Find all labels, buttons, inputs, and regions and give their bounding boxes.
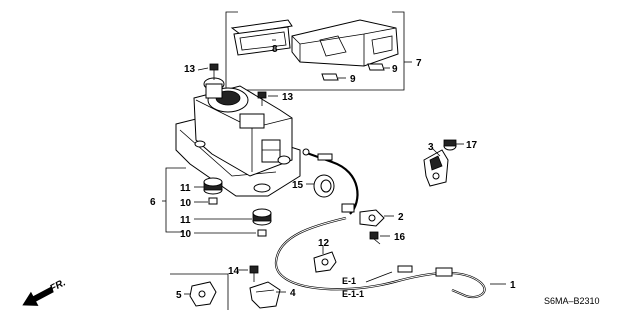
label-15: 15 bbox=[292, 180, 304, 191]
label-7: 7 bbox=[416, 58, 422, 69]
label-1: 1 bbox=[510, 280, 516, 291]
bolt-16 bbox=[369, 231, 381, 245]
cover-group-bracket bbox=[225, 11, 405, 91]
rubber-mount-11a bbox=[203, 177, 223, 195]
ref-e11: E-1-1 bbox=[342, 289, 364, 299]
front-arrow-label: FR. bbox=[48, 277, 67, 294]
ref-e1: E-1 bbox=[342, 276, 356, 286]
label-11b: 11 bbox=[180, 215, 191, 226]
bolt-13a bbox=[209, 63, 219, 80]
label-11a: 11 bbox=[180, 183, 191, 194]
diagram-code: S6MA–B2310 bbox=[544, 296, 600, 306]
bracket-3 bbox=[423, 149, 449, 187]
label-6: 6 bbox=[150, 197, 156, 208]
clip-9a bbox=[321, 73, 339, 81]
clip-9b bbox=[367, 63, 385, 71]
leader-13a bbox=[197, 67, 209, 71]
bracket-4 bbox=[249, 281, 281, 309]
label-9b: 9 bbox=[392, 64, 398, 75]
bracket-12 bbox=[313, 251, 337, 273]
mount-group: 6 11 10 11 10 bbox=[150, 167, 272, 240]
label-14: 14 bbox=[228, 266, 240, 277]
label-12: 12 bbox=[318, 238, 330, 249]
bolt-14 bbox=[249, 265, 259, 282]
mount-bracket bbox=[165, 167, 186, 233]
leader-3 bbox=[431, 147, 441, 157]
rubber-mount-11b bbox=[252, 208, 272, 226]
group-5-frame bbox=[170, 273, 229, 310]
gasket-8 bbox=[230, 19, 293, 56]
throttle-cable-1 bbox=[274, 148, 486, 299]
ref-leader bbox=[365, 271, 393, 283]
nut-17 bbox=[443, 139, 457, 151]
actuator-cover bbox=[291, 19, 399, 67]
collar-10b bbox=[257, 229, 267, 237]
label-13a: 13 bbox=[184, 64, 196, 75]
label-13b: 13 bbox=[282, 92, 294, 103]
label-17: 17 bbox=[466, 140, 478, 151]
cover-group: 7 8 9 9 bbox=[225, 11, 422, 91]
cruise-actuator bbox=[175, 77, 301, 197]
front-arrow bbox=[22, 286, 54, 306]
collar-10a bbox=[208, 197, 218, 205]
seal-15 bbox=[313, 174, 335, 198]
label-5: 5 bbox=[176, 290, 182, 301]
bolt-13b bbox=[257, 91, 267, 106]
label-2: 2 bbox=[398, 212, 404, 223]
label-8: 8 bbox=[272, 44, 278, 55]
label-10a: 10 bbox=[180, 198, 192, 209]
label-9a: 9 bbox=[350, 74, 356, 85]
label-4: 4 bbox=[290, 288, 296, 299]
label-3: 3 bbox=[428, 142, 434, 153]
cable-clip-2 bbox=[359, 209, 385, 227]
label-16: 16 bbox=[394, 232, 406, 243]
clip-5 bbox=[189, 281, 217, 307]
label-10b: 10 bbox=[180, 229, 192, 240]
